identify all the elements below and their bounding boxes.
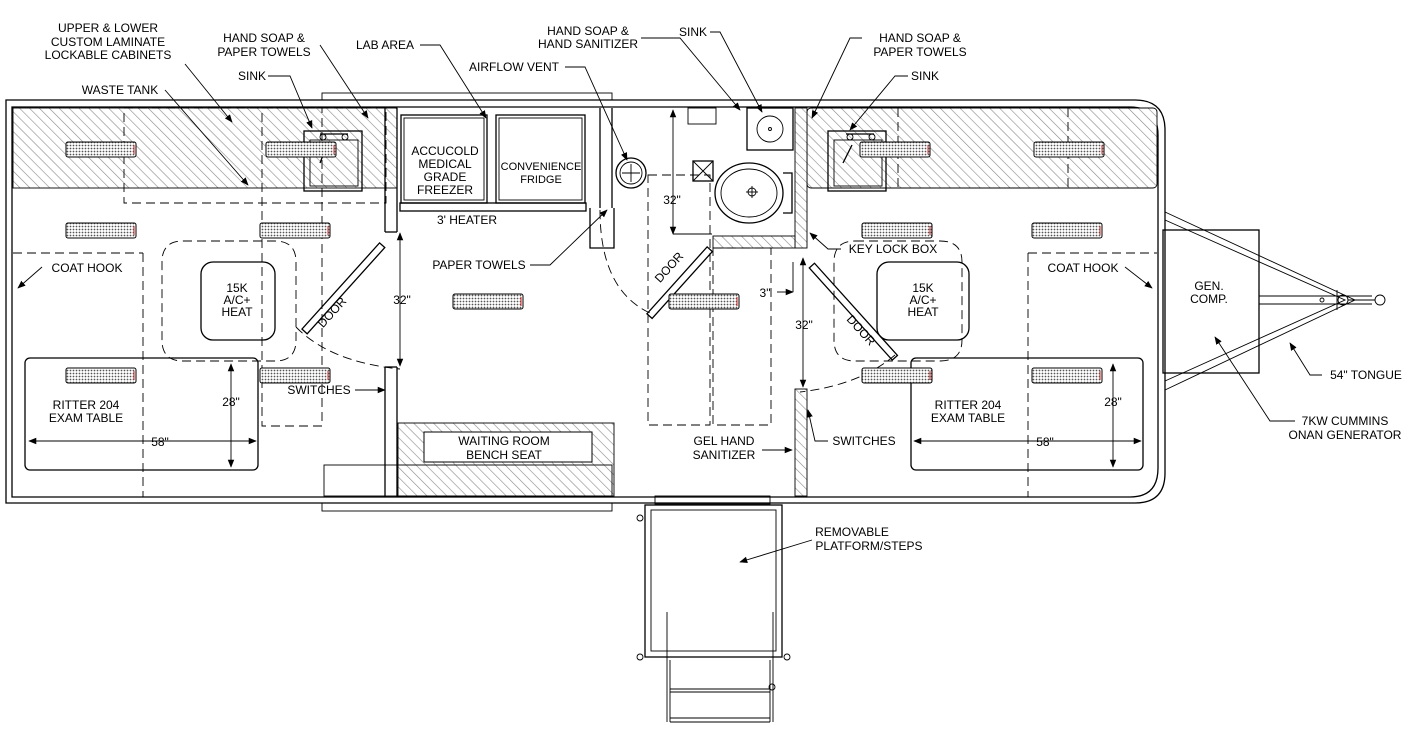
label-coat-hook-left: COAT HOOK: [52, 261, 123, 275]
light-fixture: [861, 222, 933, 239]
light-fixture: [668, 293, 740, 310]
light-fixture: [1033, 141, 1105, 158]
label-coat-hook-right: COAT HOOK: [1048, 261, 1119, 275]
labels: UPPER & LOWER CUSTOM LAMINATE LOCKABLE C…: [45, 21, 1402, 553]
label-dim-32-right: 32": [795, 318, 813, 332]
label-dim-58-left: 58": [151, 435, 169, 449]
light-fixture: [65, 222, 137, 239]
light-fixture: [452, 293, 524, 310]
light-fixtures: [65, 141, 1105, 384]
label-cabinets-3: LOCKABLE CABINETS: [45, 48, 172, 62]
light-fixture: [259, 367, 331, 384]
label-dim-28-right: 28": [1104, 395, 1122, 409]
label-switches-right: SWITCHES: [832, 434, 895, 448]
label-exam-right-1: RITTER 204: [935, 398, 1002, 412]
light-fixture: [861, 367, 933, 384]
label-heater: 3' HEATER: [437, 213, 497, 227]
label-gen-comp-1: GEN.: [1194, 279, 1223, 293]
light-fixture: [259, 222, 331, 239]
label-generator-2: ONAN GENERATOR: [1289, 428, 1402, 442]
label-ac-right-3: HEAT: [907, 305, 939, 319]
toilet: [687, 107, 793, 224]
doors: [301, 241, 899, 362]
label-cabinets-1: UPPER & LOWER: [58, 21, 158, 35]
label-platform-1: REMOVABLE: [815, 525, 889, 539]
label-exam-left-2: EXAM TABLE: [49, 411, 123, 425]
label-platform-2: PLATFORM/STEPS: [815, 539, 922, 553]
airflow-vent: [615, 157, 647, 189]
label-gel-1: GEL HAND: [694, 434, 755, 448]
label-ac-right-2: A/C+: [909, 293, 936, 307]
label-freezer-2: MEDICAL: [418, 157, 472, 171]
label-door-right: DOOR: [844, 312, 879, 348]
label-gen-comp-2: COMP.: [1190, 292, 1228, 306]
label-sink-left: SINK: [238, 69, 266, 83]
appliances: [399, 114, 587, 212]
exam-tables: [24, 357, 1144, 471]
label-soap-towels-right-1: HAND SOAP &: [879, 31, 961, 45]
label-dim-3: 3": [760, 286, 771, 300]
label-ac-left-3: HEAT: [221, 305, 253, 319]
label-soap-towels-left-2: PAPER TOWELS: [217, 45, 310, 59]
label-lab-area: LAB AREA: [356, 38, 414, 52]
light-fixture: [1031, 367, 1103, 384]
label-dim-28-left: 28": [222, 395, 240, 409]
label-dim-32-mid: 32": [663, 193, 681, 207]
label-ac-left-1: 15K: [226, 281, 247, 295]
label-ac-left-2: A/C+: [223, 293, 250, 307]
label-soap-towels-right-2: PAPER TOWELS: [873, 45, 966, 59]
label-waste-tank: WASTE TANK: [82, 83, 158, 97]
label-key-lock-box: KEY LOCK BOX: [849, 242, 937, 256]
dimensions: [28, 109, 1142, 468]
light-fixture: [859, 141, 931, 158]
light-fixture: [65, 367, 137, 384]
label-door-mid: DOOR: [652, 249, 687, 285]
label-soap-sanitizer-1: HAND SOAP &: [547, 24, 629, 38]
label-soap-towels-left-1: HAND SOAP &: [223, 31, 305, 45]
label-gel-2: SANITIZER: [693, 448, 756, 462]
generator-hitch: [1162, 211, 1386, 391]
label-cabinets-2: CUSTOM LAMINATE: [51, 35, 165, 49]
dashed-outlines: [13, 107, 1157, 497]
label-freezer-4: FREEZER: [417, 183, 473, 197]
label-ac-right-1: 15K: [912, 281, 933, 295]
label-fridge-2: FRIDGE: [520, 174, 562, 186]
label-dim-32-left: 32": [393, 293, 411, 307]
label-generator-1: 7KW CUMMINS: [1302, 414, 1389, 428]
label-tongue: 54" TONGUE: [1330, 368, 1402, 382]
ac-units: [200, 261, 970, 341]
label-exam-left-1: RITTER 204: [53, 398, 120, 412]
label-airflow-vent: AIRFLOW VENT: [469, 60, 560, 74]
light-fixture: [265, 141, 337, 158]
light-fixture: [65, 141, 137, 158]
label-dim-58-right: 58": [1036, 435, 1054, 449]
label-bench-2: BENCH SEAT: [466, 448, 542, 462]
label-sink-right: SINK: [911, 69, 939, 83]
label-paper-towels: PAPER TOWELS: [432, 258, 525, 272]
light-fixture: [1031, 222, 1103, 239]
label-freezer-3: GRADE: [424, 170, 467, 184]
label-fridge-1: CONVENIENCE: [501, 161, 582, 173]
label-sink-mid: SINK: [679, 25, 707, 39]
label-switches-left: SWITCHES: [287, 383, 350, 397]
walls: [384, 107, 808, 497]
platform-steps: [636, 495, 791, 723]
label-soap-sanitizer-2: HAND SANITIZER: [538, 37, 638, 51]
label-bench-1: WAITING ROOM: [458, 434, 550, 448]
label-door-left: DOOR: [315, 294, 350, 330]
label-exam-right-2: EXAM TABLE: [931, 411, 1005, 425]
label-freezer-1: ACCUCOLD: [411, 144, 479, 158]
leader-lines: [17, 31, 1322, 563]
